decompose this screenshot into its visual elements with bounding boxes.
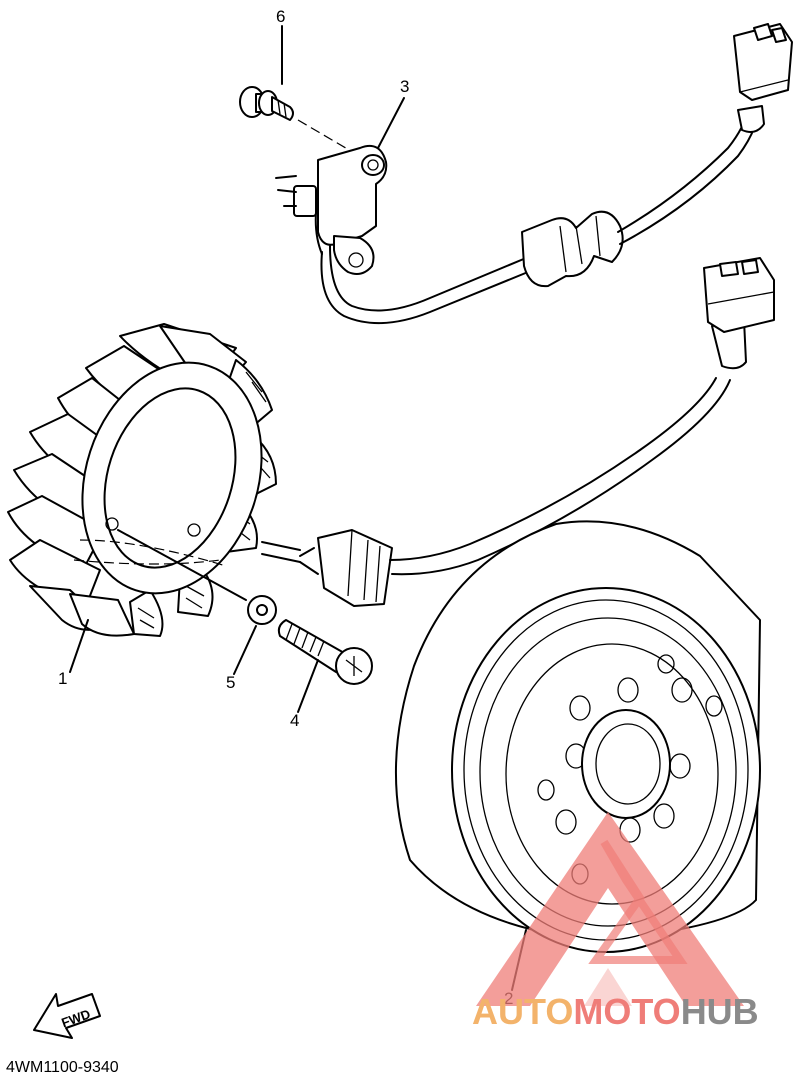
fwd-direction-arrow: FWD	[33, 993, 101, 1039]
pickup-cable	[320, 251, 529, 325]
watermark-auto: AUTO	[472, 991, 573, 1032]
watermark-moto: MOTO	[573, 991, 680, 1032]
callout-5: 5	[226, 673, 235, 692]
stator-cable	[389, 377, 717, 561]
leader-1	[69, 619, 89, 673]
washer-part-5	[247, 595, 277, 625]
leader-4	[297, 659, 319, 713]
callout-6: 6	[276, 7, 285, 26]
pickup-coil-part-3	[275, 144, 388, 275]
watermark-hub: HUB	[681, 991, 759, 1032]
stator-part-1	[7, 323, 277, 637]
callout-1: 1	[58, 669, 67, 688]
watermark-logo	[476, 812, 744, 1006]
rotor-part-2	[394, 520, 761, 953]
leader-5	[233, 625, 257, 675]
callout-3: 3	[400, 77, 409, 96]
right-connector	[703, 257, 775, 370]
top-connector	[733, 23, 793, 133]
bolt-part-6	[239, 86, 294, 121]
wire-grommet	[521, 210, 624, 288]
watermark-text: AUTOMOTOHUB	[472, 991, 759, 1032]
leader-stator-washer	[117, 529, 247, 601]
leader-bolt-to-sensor	[297, 119, 357, 155]
diagram-code: 4WM1100-9340	[6, 1059, 119, 1076]
stator-connector	[317, 529, 393, 607]
leader-3	[377, 97, 405, 149]
callout-4: 4	[290, 711, 299, 730]
bolt-part-4	[277, 619, 373, 685]
